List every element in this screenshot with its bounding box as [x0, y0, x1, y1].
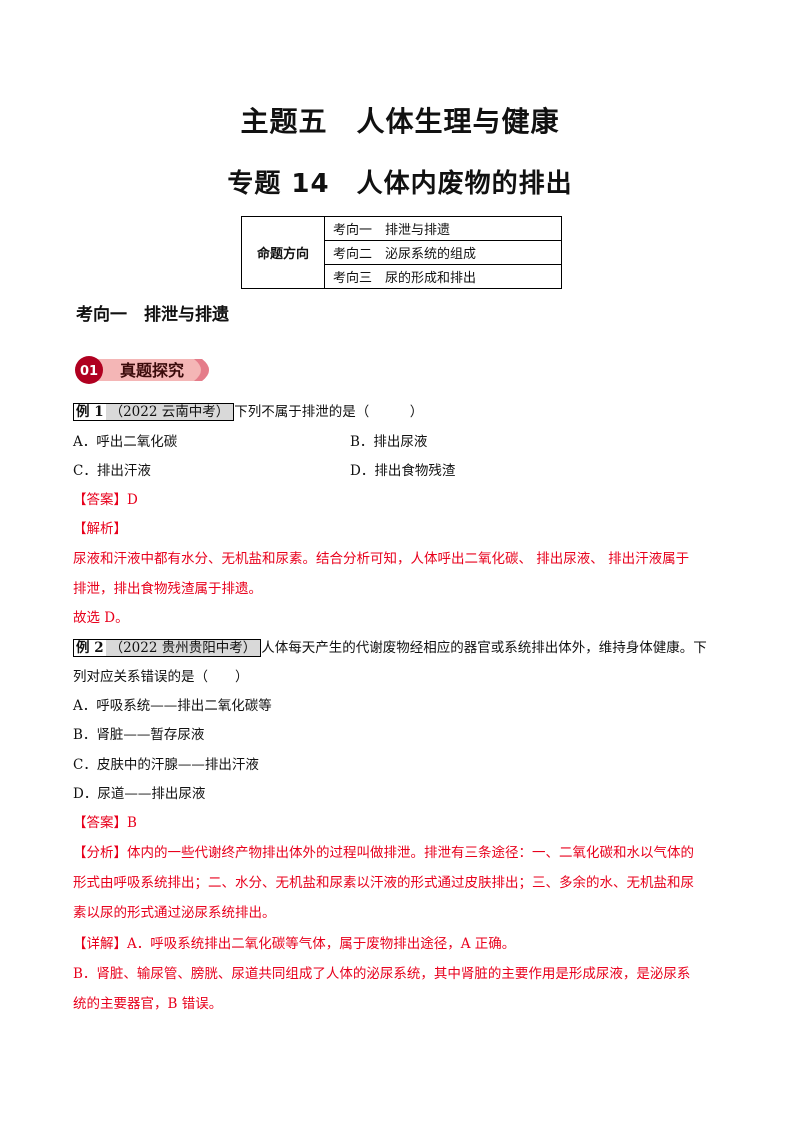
direction-item: 考向三 尿的形成和排出	[324, 264, 562, 289]
ex1-analysis-label: 【解析】	[73, 521, 127, 537]
banner-number: 01	[80, 364, 98, 379]
ex2-label: 例 2	[73, 639, 106, 657]
ex2-question-line1: 例 2（2022 贵州贵阳中考）人体每天产生的代谢废物经相应的器官或系统排出体外…	[73, 636, 707, 657]
directions-label: 命题方向	[241, 216, 325, 289]
ex2-option-b: B．肾脏——暂存尿液	[73, 727, 205, 743]
banner-badge	[75, 356, 103, 384]
direction-item: 考向二 泌尿系统的组成	[324, 240, 562, 265]
ex1-option-b: B．排出尿液	[350, 434, 428, 450]
directions-table: 命题方向 考向一 排泄与排遗 考向二 泌尿系统的组成 考向三 尿的形成和排出	[241, 216, 562, 289]
ex1-option-a: A．呼出二氧化碳	[73, 434, 178, 450]
banner-tail	[194, 359, 209, 381]
page-title: 主题五 人体生理与健康	[240, 105, 560, 138]
section-title: 考向一 排泄与排遗	[76, 305, 229, 325]
page-subtitle: 专题 14 人体内废物的排出	[227, 169, 573, 199]
ex1-answer: 【答案】D	[73, 492, 138, 508]
ex1-question-line: 例 1（2022 云南中考）下列不属于排泄的是（ ）	[73, 400, 424, 421]
ex2-detail-line2: B．肾脏、输尿管、膀胱、尿道共同组成了人体的泌尿系统，其中肾脏的主要作用是形成尿…	[73, 966, 691, 982]
banner-ribbon	[88, 359, 209, 381]
ex2-question-line2: 列对应关系错误的是（ ）	[73, 669, 249, 685]
zhenti-banner: 01 真题探究	[75, 356, 209, 384]
ex2-source: （2022 贵州贵阳中考）	[105, 639, 262, 657]
ex1-analysis-line2: 排泄，排出食物残渣属于排遗。	[73, 581, 262, 597]
ex2-detail-line1: 【详解】A．呼吸系统排出二氧化碳等气体，属于废物排出途径，A 正确。	[73, 936, 516, 952]
ex1-analysis-line1: 尿液和汗液中都有水分、无机盐和尿素。结合分析可知，人体呼出二氧化碳、 排出尿液、…	[73, 551, 690, 567]
ex2-option-d: D．尿道——排出尿液	[73, 786, 206, 802]
ex2-option-a: A．呼吸系统——排出二氧化碳等	[73, 698, 272, 714]
ex1-option-d: D．排出食物残渣	[350, 463, 456, 479]
ex2-detail-line3: 统的主要器官，B 错误。	[73, 996, 223, 1012]
ex2-analysis-line3: 素以尿的形式通过泌尿系统排出。	[73, 905, 276, 921]
direction-item: 考向一 排泄与排遗	[324, 216, 562, 241]
ex2-answer: 【答案】B	[73, 815, 137, 831]
ex2-analysis-line1: 【分析】体内的一些代谢终产物排出体外的过程叫做排泄。排泄有三条途径：一、二氧化碳…	[73, 845, 694, 861]
banner-text: 真题探究	[120, 361, 184, 380]
ex1-option-c: C．排出汗液	[73, 463, 151, 479]
ex1-question: 下列不属于排泄的是（ ）	[234, 404, 424, 420]
ex1-conclusion: 故选 D。	[73, 610, 129, 626]
ex2-option-c: C．皮肤中的汗腺——排出汗液	[73, 757, 259, 773]
ex2-question: 人体每天产生的代谢废物经相应的器官或系统排出体外，维持身体健康。下	[261, 640, 707, 656]
ex1-label: 例 1	[73, 403, 106, 421]
ex2-analysis-line2: 形式由呼吸系统排出；二、水分、无机盐和尿素以汗液的形式通过皮肤排出；三、多余的水…	[73, 875, 694, 891]
ex1-source: （2022 云南中考）	[105, 403, 235, 421]
